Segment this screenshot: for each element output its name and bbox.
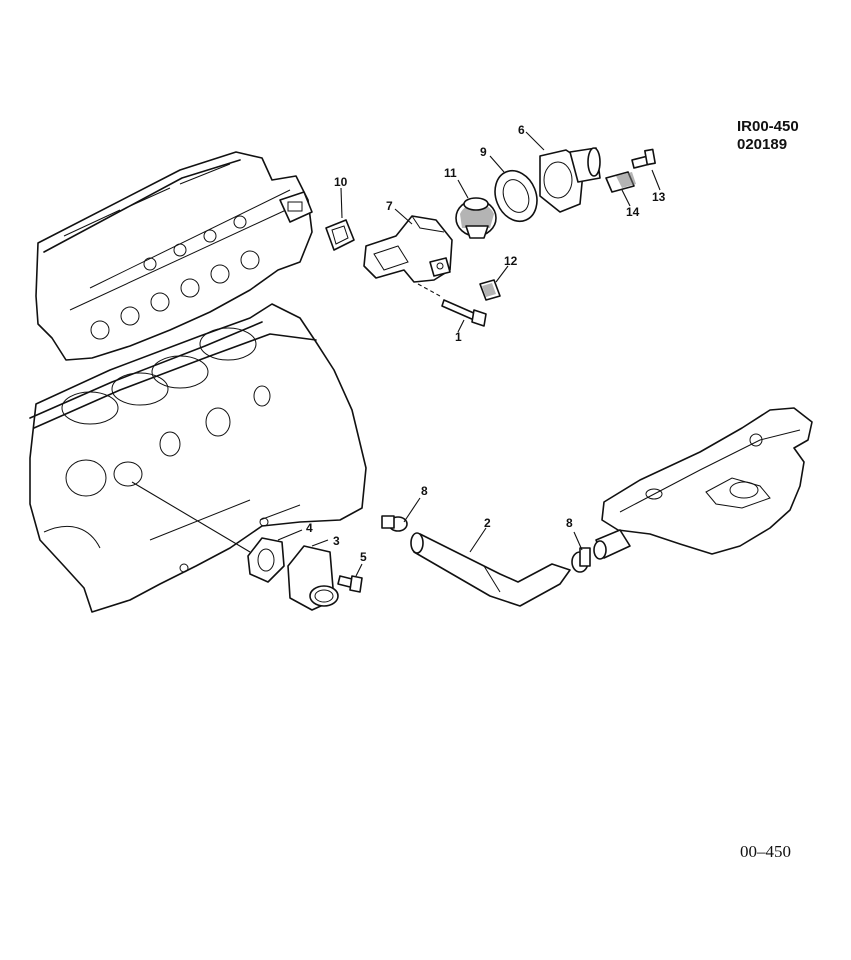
part-10-gasket	[325, 187, 355, 251]
footer-code: 00–450	[740, 842, 791, 861]
engine-block-illustration	[29, 303, 367, 613]
leader-line	[131, 481, 251, 553]
callout-3: 3	[333, 534, 340, 548]
callout-12: 12	[504, 254, 518, 268]
callout-5: 5	[360, 550, 367, 564]
part-8-clamp-left	[381, 497, 421, 532]
callout-13: 13	[652, 190, 666, 204]
part-6-water-outlet	[525, 131, 601, 213]
part-2-hose	[410, 527, 571, 607]
callout-14: 14	[626, 205, 640, 219]
callout-8a: 8	[421, 484, 428, 498]
cylinder-head-illustration	[35, 151, 313, 361]
part-13-bolt	[631, 148, 661, 191]
part-11-thermostat	[455, 179, 497, 239]
drawing-code-line-2: 020189	[737, 136, 787, 153]
callout-7: 7	[386, 199, 393, 213]
callout-labels: 1 2 3 4 5 6 7 8 8 9 10 11 12 13 14	[306, 123, 666, 564]
part-5-bolt	[337, 563, 363, 593]
part-7-thermostat-housing	[363, 208, 453, 283]
part-12-sensor	[479, 265, 509, 301]
part-9-gasket	[489, 155, 538, 223]
manifold-illustration	[593, 407, 813, 560]
part-3-water-inlet	[287, 539, 339, 611]
callout-4: 4	[306, 521, 313, 535]
callout-2: 2	[484, 516, 491, 530]
part-8-clamp-right	[571, 531, 591, 573]
callout-8b: 8	[566, 516, 573, 530]
callout-1: 1	[455, 330, 462, 344]
part-14-clip	[605, 171, 636, 207]
part-1-long-bolt	[417, 283, 487, 333]
callout-11: 11	[444, 166, 457, 180]
callout-6: 6	[518, 123, 525, 137]
part-4-gasket	[247, 529, 303, 583]
callout-9: 9	[480, 145, 487, 159]
callout-10: 10	[334, 175, 348, 189]
drawing-code-line-1: IR00-450	[737, 118, 799, 135]
